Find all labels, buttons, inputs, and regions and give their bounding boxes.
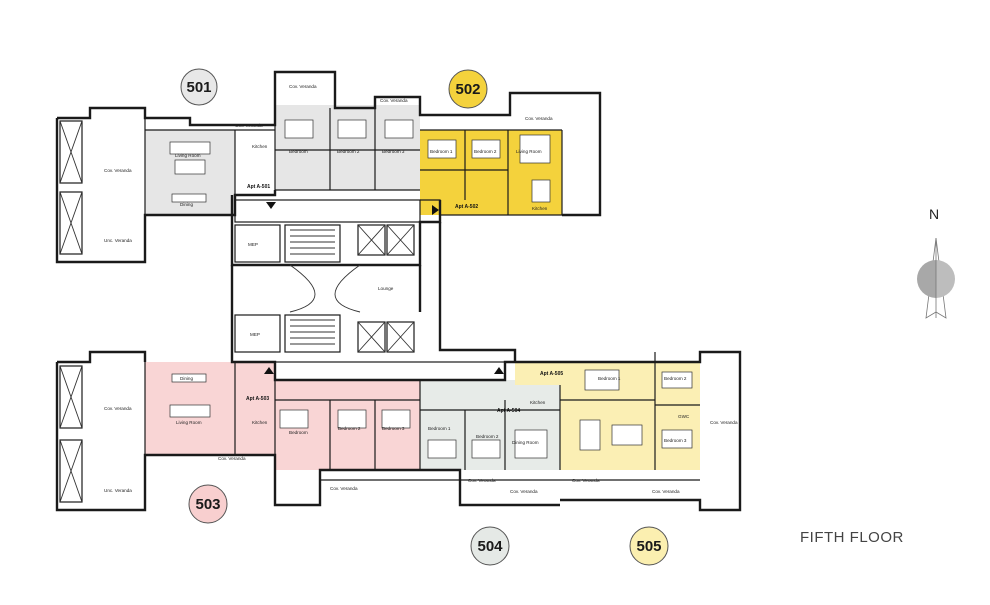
label-bedroom2-501: Bedroom 2 — [337, 149, 360, 154]
label-cov-veranda-501top: Cov. Veranda — [289, 84, 317, 89]
north-arrow-icon — [917, 237, 955, 319]
apt-tag-502: Apt A-502 — [455, 204, 478, 210]
label-cov-veranda-502: Cov. Veranda — [525, 116, 553, 121]
veranda-column-upper-2 — [59, 191, 83, 255]
apt-tag-504: Apt A-504 — [497, 408, 520, 414]
label-bedroom2-502: Bedroom 2 — [474, 149, 497, 154]
label-mep-lower: MEP — [250, 332, 260, 337]
entrance-marker-503 — [264, 367, 274, 374]
label-cov-veranda-502top: Cov. Veranda — [380, 98, 408, 103]
label-cov-veranda-504b: Cov. Veranda — [510, 489, 538, 494]
label-cov-veranda-501w: Cov. Veranda — [104, 168, 132, 173]
badge-503-label: 503 — [195, 496, 220, 513]
label-dining-503: Dining — [180, 376, 193, 381]
label-bedroom1-505: Bedroom 1 — [598, 376, 621, 381]
label-cov-veranda-505sw: Cov. Veranda — [572, 478, 600, 483]
label-lounge: Lounge — [378, 286, 394, 291]
veranda-column-lower-1 — [59, 365, 83, 429]
label-living-502: Living Room — [516, 149, 542, 154]
badge-501[interactable]: 501 — [180, 68, 218, 106]
lift-upper-2 — [386, 224, 415, 256]
label-bedroom2-505: Bedroom 2 — [664, 376, 687, 381]
label-cov-veranda-503w: Cov. Veranda — [104, 406, 132, 411]
label-dining-room-504: Dining Room — [512, 440, 539, 445]
label-kitchen-504: Kitchen — [530, 400, 546, 405]
badge-501-label: 501 — [186, 79, 211, 96]
bridge-east-outer — [438, 222, 517, 362]
entrance-marker-504 — [494, 367, 504, 374]
stair-lower — [284, 314, 341, 353]
lift-lower-1 — [357, 321, 386, 353]
upper-west-wall — [55, 118, 277, 264]
label-kitchen-502: Kitchen — [532, 206, 548, 211]
label-cov-veranda-503s: Cov. Veranda — [218, 456, 246, 461]
lift-upper-1 — [357, 224, 386, 256]
label-bedroom1-502: Bedroom 1 — [430, 149, 453, 154]
stair-upper — [284, 224, 341, 263]
apt-505-area — [515, 362, 700, 470]
apt-tag-501: Apt A-501 — [247, 184, 270, 190]
label-living-501: Living Room — [175, 153, 201, 158]
badge-505-label: 505 — [636, 538, 661, 555]
badge-504[interactable]: 504 — [470, 526, 510, 566]
floor-title: FIFTH FLOOR — [800, 529, 904, 546]
badge-503[interactable]: 503 — [188, 484, 228, 524]
label-cov-veranda-505e: Cov. Veranda — [710, 420, 738, 425]
label-dining-501: Dining — [180, 202, 193, 207]
badge-504-label: 504 — [477, 538, 503, 555]
label-gwc-505: GWC — [678, 414, 690, 419]
upper-core-wall — [230, 195, 442, 267]
label-unc-veranda-503: Unc. Veranda — [104, 488, 132, 493]
label-bedroom2-503: Bedroom 2 — [338, 426, 361, 431]
label-bedroom2-504: Bedroom 2 — [476, 434, 499, 439]
lower-west-wall — [55, 362, 560, 512]
label-cov-veranda-504: Cov. Veranda — [468, 478, 496, 483]
mep-lower — [234, 314, 281, 353]
badge-505[interactable]: 505 — [629, 526, 669, 566]
label-kitchen-501: Kitchen — [252, 144, 268, 149]
mep-upper — [234, 224, 281, 263]
label-bedroom-503: Bedroom — [289, 430, 308, 435]
entrance-marker-501 — [266, 202, 276, 209]
label-bedroom1-504: Bedroom 1 — [428, 426, 451, 431]
label-unc-veranda-501: Unc. Veranda — [104, 238, 132, 243]
label-cov-veranda-503b: Cov. Veranda — [330, 486, 358, 491]
entrance-marker-502 — [432, 205, 439, 215]
label-bedroom3-503: Bedroom 3 — [382, 426, 405, 431]
badge-502[interactable]: 502 — [448, 69, 488, 109]
label-kitchen-503: Kitchen — [252, 420, 268, 425]
stair-treads-upper — [290, 229, 335, 255]
label-bedroom3-505: Bedroom 3 — [664, 438, 687, 443]
label-bedroom-501: Bedroom — [289, 149, 308, 154]
apt-tag-503: Apt A-503 — [246, 396, 269, 402]
apt-tag-505: Apt A-505 — [540, 371, 563, 377]
lower-north-wall — [57, 350, 147, 364]
north-label: N — [929, 206, 940, 222]
upper-veranda-rail — [90, 107, 146, 262]
veranda-column-lower-2 — [59, 439, 83, 503]
label-mep-upper: MEP — [248, 242, 258, 247]
lift-lower-2 — [386, 321, 415, 353]
badge-502-label: 502 — [455, 81, 480, 98]
label-living-503: Living Room — [176, 420, 202, 425]
furniture — [169, 119, 693, 459]
apt-501-bedrooms-area — [275, 105, 420, 190]
label-bedroom3-501: Bedroom 3 — [382, 149, 405, 154]
stair-treads-lower — [290, 319, 335, 345]
veranda-column-upper-1 — [59, 120, 83, 184]
label-cov-veranda-505s: Cov. Veranda — [652, 489, 680, 494]
label-cov-veranda-501n: Cov. Veranda — [235, 123, 263, 128]
